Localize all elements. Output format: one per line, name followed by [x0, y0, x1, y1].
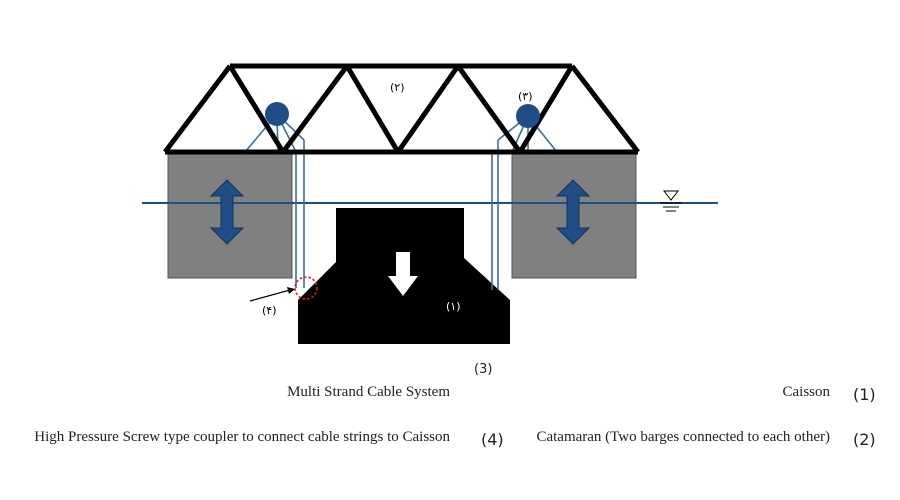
coupler-marker-label: (۴) [262, 304, 277, 317]
figure-caption: (3) [474, 362, 493, 377]
truss-marker-label: (۲) [390, 81, 405, 94]
truss [163, 63, 640, 155]
legend-item-2-number: (2) [853, 430, 876, 449]
legend-item-1-text: Caisson [782, 384, 830, 400]
legend-item-2-text: Catamaran (Two barges connected to each … [536, 429, 830, 445]
pulley-marker-label: (۳) [518, 90, 533, 103]
coupler-highlight-circle [294, 276, 318, 300]
caisson-lifting-diagram: (۲) (۳) (۱) (۴) [142, 63, 718, 344]
right-pulley-icon [516, 104, 540, 128]
left-pulley-icon [265, 102, 289, 126]
legend-item-3-text: Multi Strand Cable System [287, 384, 450, 400]
left-vertical-double-arrow-icon [209, 179, 245, 245]
coupler-pointer-arrow [249, 287, 295, 302]
right-vertical-double-arrow-icon [555, 179, 591, 245]
legend-item-1-number: (1) [853, 385, 876, 404]
water-level-icon [660, 190, 682, 212]
legend-item-4-text: High Pressure Screw type coupler to conn… [34, 429, 450, 445]
down-arrow-icon [388, 252, 418, 296]
caisson-marker-label: (۱) [446, 300, 461, 313]
legend-item-4-number: (4) [481, 430, 504, 449]
